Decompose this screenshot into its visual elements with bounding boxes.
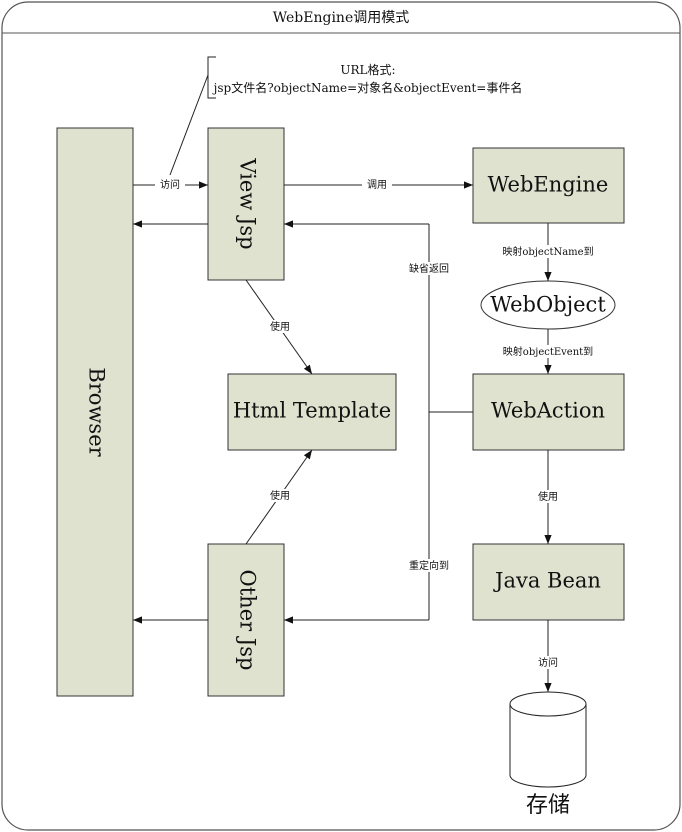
edge-engine-to-object-label: 映射objectName到 — [502, 246, 593, 258]
note-leader-line — [169, 74, 209, 176]
browser-label: Browser — [85, 367, 109, 457]
web-action-box — [472, 373, 625, 451]
edge-bean-to-storage-label: 访问 — [538, 656, 558, 669]
other-jsp-label: Other Jsp — [236, 570, 260, 671]
edge-action-to-bean-label: 使用 — [538, 490, 558, 503]
edge-view-uses-template-label: 使用 — [270, 320, 290, 333]
web-engine-label: WebEngine — [488, 173, 609, 197]
html-template-label: Html Template — [233, 399, 391, 423]
storage-label: 存储 — [526, 793, 570, 818]
edge-view-to-engine-label: 调用 — [367, 179, 387, 191]
browser-box — [56, 127, 134, 697]
edge-browser-to-view-label: 访问 — [160, 178, 180, 191]
web-object-label: WebObject — [490, 293, 606, 317]
edge-redirect-label: 重定向到 — [409, 559, 449, 572]
edge-other-uses-template-label: 使用 — [270, 489, 290, 502]
other-jsp-box — [207, 543, 285, 697]
url-format-label: URL格式: — [340, 62, 395, 77]
web-action-label: WebAction — [491, 399, 605, 423]
view-jsp-box — [207, 127, 285, 281]
url-format-text: jsp文件名?objectName=对象名&objectEvent=事件名 — [212, 80, 523, 95]
view-jsp-label: View Jsp — [236, 157, 260, 249]
storage-cylinder — [509, 691, 587, 788]
java-bean-label: Java Bean — [493, 569, 601, 593]
edge-object-to-action-label: 映射objectEvent到 — [503, 346, 593, 358]
edge-default-return-label: 缺省返回 — [409, 262, 449, 275]
web-engine-box — [472, 147, 625, 224]
diagram-title: WebEngine调用模式 — [273, 10, 409, 26]
note-bracket — [207, 56, 216, 99]
